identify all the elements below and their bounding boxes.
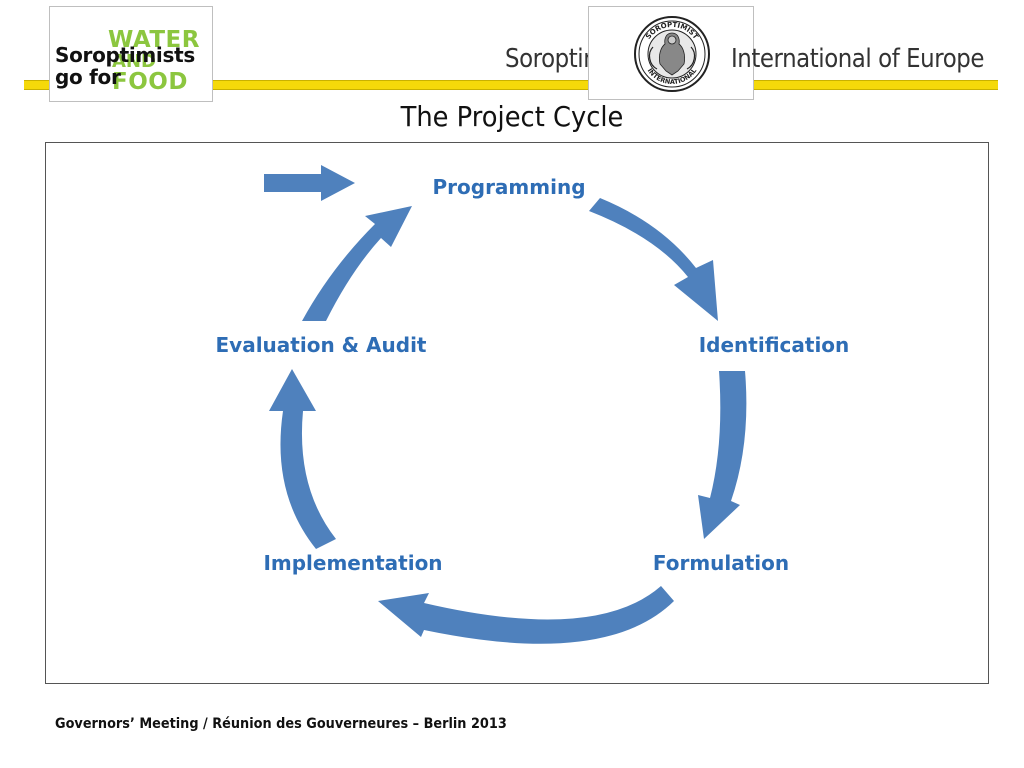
logo-and-text: AND bbox=[112, 51, 156, 72]
soroptimist-emblem-icon: SOROPTIMIST INTERNATIONAL bbox=[634, 16, 710, 92]
project-cycle-diagram: Programming Identification Formulation I… bbox=[45, 142, 989, 684]
soroptimist-emblem-box: SOROPTIMIST INTERNATIONAL bbox=[588, 6, 754, 100]
logo-water-text: WATER bbox=[108, 27, 200, 53]
header-yellow-band bbox=[24, 80, 998, 90]
arrow-programming-to-identification bbox=[589, 198, 718, 321]
stage-implementation: Implementation bbox=[263, 551, 443, 575]
page-title: The Project Cycle bbox=[400, 100, 624, 133]
water-and-food-logo: WATER AND FOOD Soroptimists go for bbox=[49, 6, 213, 102]
arrow-implementation-to-evaluation bbox=[269, 369, 336, 549]
cycle-arrows bbox=[264, 165, 747, 644]
stage-programming: Programming bbox=[432, 175, 586, 199]
logo-line-1: Soroptimists bbox=[55, 43, 195, 67]
arrow-identification-to-formulation bbox=[698, 371, 747, 539]
stage-formulation: Formulation bbox=[652, 551, 790, 575]
stage-evaluation-audit: Evaluation & Audit bbox=[215, 333, 427, 357]
brand-international-of-europe: International of Europe bbox=[731, 44, 984, 74]
logo-line-2: go for bbox=[55, 65, 121, 89]
arrow-formulation-to-implementation bbox=[378, 586, 674, 644]
entry-arrow bbox=[264, 165, 355, 201]
footer-meeting-text: Governors’ Meeting / Réunion des Gouvern… bbox=[55, 716, 507, 732]
arrow-evaluation-to-programming bbox=[302, 206, 412, 321]
logo-food-text: FOOD bbox=[112, 69, 188, 95]
stage-identification: Identification bbox=[698, 333, 850, 357]
